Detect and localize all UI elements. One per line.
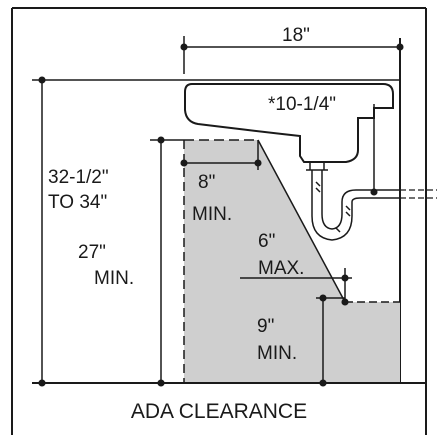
clearance-slope-edge	[257, 139, 346, 303]
diagram-caption: ADA CLEARANCE	[131, 400, 307, 423]
p-trap-drain	[306, 162, 400, 241]
slope-dimension	[240, 268, 352, 306]
knee-height-label-line2: MIN.	[94, 268, 134, 289]
toe-height-label-line1: 9"	[257, 316, 274, 337]
rim-height-label-line2: TO 34"	[48, 192, 107, 213]
width-label: 18"	[282, 25, 310, 46]
slope-label-line2: MAX.	[258, 258, 304, 279]
width-dimension	[180, 36, 404, 74]
rim-depth-label: *10-1/4"	[268, 94, 336, 115]
knee-depth-label-line1: 8"	[198, 172, 215, 193]
toe-height-dimension	[316, 294, 345, 387]
rim-height-dimension	[32, 76, 400, 387]
knee-depth-label-line2: MIN.	[192, 204, 232, 225]
lavatory-sink	[184, 83, 394, 163]
toe-height-label-line2: MIN.	[257, 343, 297, 364]
knee-height-dimension	[150, 136, 184, 387]
knee-height-label-line1: 27"	[78, 242, 106, 263]
knee-toe-clearance-area	[184, 140, 400, 383]
knee-depth-dimension	[180, 140, 262, 170]
rim-height-label-line1: 32-1/2"	[48, 167, 109, 188]
pipe-through-wall	[400, 178, 437, 208]
slope-label-line1: 6"	[258, 231, 275, 252]
frame	[11, 7, 427, 435]
